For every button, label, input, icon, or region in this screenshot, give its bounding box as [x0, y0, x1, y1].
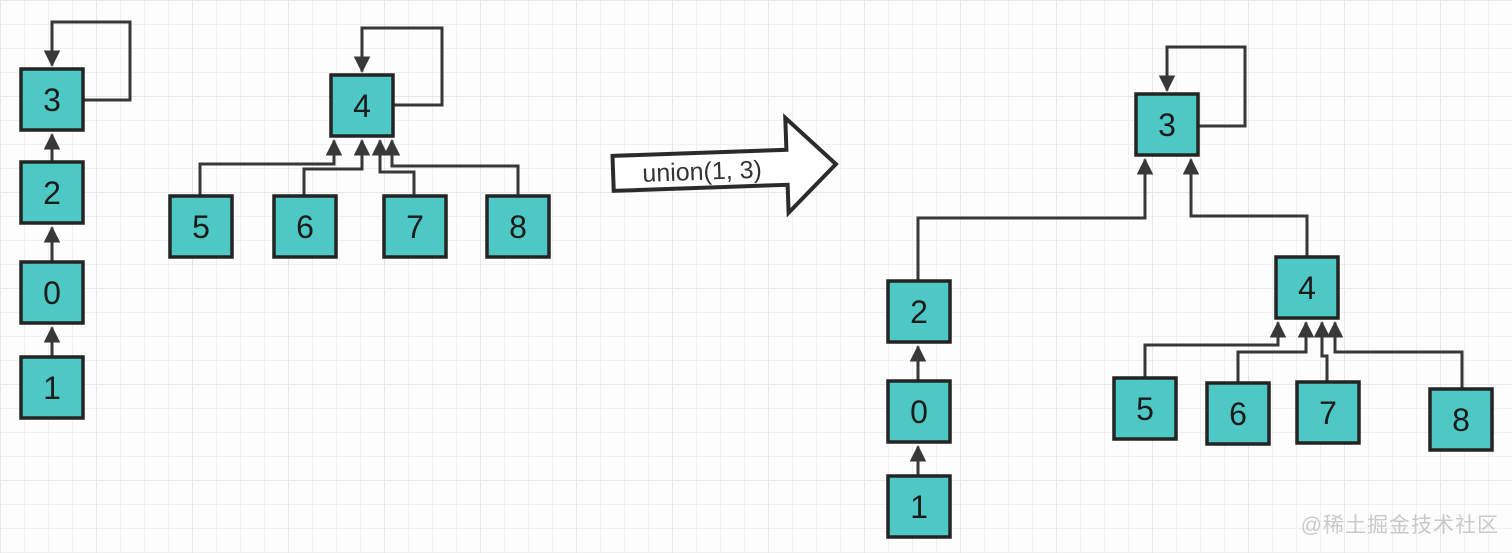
node-label: 8: [1452, 402, 1470, 438]
node-after-3: 3: [1134, 92, 1200, 157]
edge-before-3-self-loop: [52, 20, 132, 102]
edge-after-4-to-3: [1191, 161, 1309, 257]
node-label: 0: [43, 275, 61, 311]
node-label: 1: [910, 489, 928, 525]
node-before-1: 1: [19, 355, 85, 420]
node-label: 7: [1319, 395, 1337, 431]
node-before-2: 2: [19, 160, 85, 225]
watermark-text: @稀土掘金技术社区: [1301, 514, 1499, 537]
node-box: [19, 160, 85, 225]
node-label: 6: [296, 209, 314, 245]
node-after-0: 0: [886, 379, 952, 444]
union-operation-arrow: [610, 113, 839, 218]
node-after-2: 2: [886, 279, 952, 344]
node-label: 1: [43, 370, 61, 406]
node-box: [168, 194, 234, 259]
node-box: [886, 474, 952, 539]
node-after-5: 5: [1112, 376, 1178, 441]
node-box: [485, 194, 551, 259]
node-box: [1112, 376, 1178, 441]
node-label: 0: [910, 394, 928, 430]
node-before-8: 8: [485, 194, 551, 259]
node-before-6: 6: [272, 194, 338, 259]
edge-after-7-to-4: [1322, 324, 1327, 382]
node-box: [382, 194, 448, 259]
node-box: [1428, 387, 1494, 452]
operation-arrow-group: union(1, 3): [610, 113, 839, 218]
edge-after-8-to-4: [1335, 324, 1464, 389]
before-tree-group: 4 5 6 7 8: [168, 26, 551, 259]
node-label: 4: [353, 88, 371, 124]
edge-before-7-to-4: [380, 142, 416, 196]
after-tree-group: 3 2 0 1 4 5 6: [886, 45, 1494, 539]
node-before-7: 7: [382, 194, 448, 259]
node-after-8: 8: [1428, 387, 1494, 452]
edge-before-4-self-loop: [362, 26, 444, 107]
node-before-5: 5: [168, 194, 234, 259]
edge-after-3-self-loop: [1167, 45, 1247, 128]
edge-before-6-to-4: [302, 142, 362, 196]
node-label: 4: [1298, 270, 1316, 306]
node-label: 2: [910, 294, 928, 330]
before-chain-group: 3 2 0 1: [19, 20, 132, 420]
node-label: 5: [192, 209, 210, 245]
edge-after-5-to-4: [1143, 324, 1278, 378]
node-box: [886, 279, 952, 344]
node-box: [329, 73, 395, 138]
edge-before-8-to-4: [392, 142, 520, 196]
node-before-4: 4: [329, 73, 395, 138]
edge-after-2-to-3: [916, 161, 1145, 281]
node-before-3: 3: [19, 67, 85, 132]
node-box: [272, 194, 338, 259]
node-after-1: 1: [886, 474, 952, 539]
node-label: 5: [1136, 391, 1154, 427]
edge-before-5-to-4: [198, 142, 334, 196]
node-after-6: 6: [1205, 381, 1271, 446]
node-box: [1295, 380, 1361, 445]
node-box: [886, 379, 952, 444]
node-box: [1274, 255, 1340, 320]
node-box: [19, 67, 85, 132]
node-label: 6: [1229, 396, 1247, 432]
edge-after-6-to-4: [1236, 324, 1306, 383]
node-box: [1205, 381, 1271, 446]
union-operation-label: union(1, 3): [642, 156, 762, 188]
node-label: 7: [406, 209, 424, 245]
node-box: [19, 355, 85, 420]
node-label: 3: [1158, 107, 1176, 143]
node-after-7: 7: [1295, 380, 1361, 445]
node-box: [1134, 92, 1200, 157]
node-box: [19, 260, 85, 325]
node-after-4: 4: [1274, 255, 1340, 320]
node-label: 2: [43, 175, 61, 211]
node-label: 3: [43, 82, 61, 118]
node-label: 8: [509, 209, 527, 245]
node-before-0: 0: [19, 260, 85, 325]
